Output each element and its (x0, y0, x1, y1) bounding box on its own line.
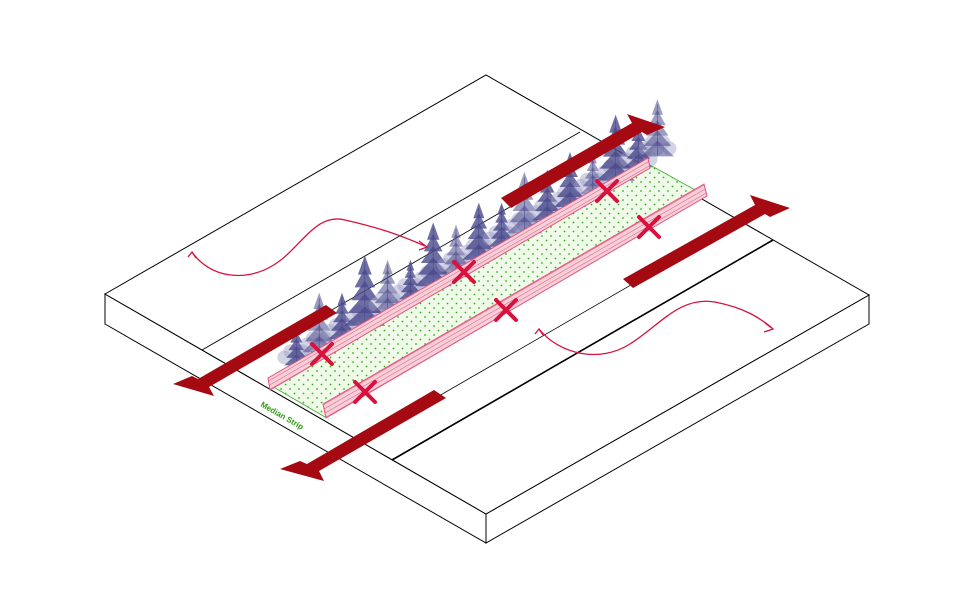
arrow-icon (173, 305, 337, 396)
arrow-icon (623, 195, 790, 288)
traffic-arrows (173, 114, 790, 481)
arrow-icon (280, 390, 446, 481)
wavy-arrow-icon (534, 300, 775, 356)
cross-icon (494, 298, 518, 322)
cross-icon (353, 380, 377, 404)
lane-line-far (201, 131, 581, 351)
cross-icon (637, 215, 661, 239)
blocked-crossings (310, 179, 661, 404)
tree-icon (368, 259, 407, 313)
cross-icon (452, 260, 476, 284)
wildlife-paths (187, 218, 775, 356)
cross-icon (310, 342, 334, 366)
fence-left (267, 157, 651, 391)
fence-left-hatch (268, 158, 650, 390)
median-grass-dots (270, 165, 706, 417)
arrow-icon (501, 114, 665, 208)
lane-line-near (391, 239, 774, 461)
wavy-arrow-icon (187, 218, 429, 277)
cross-icon (595, 179, 619, 203)
